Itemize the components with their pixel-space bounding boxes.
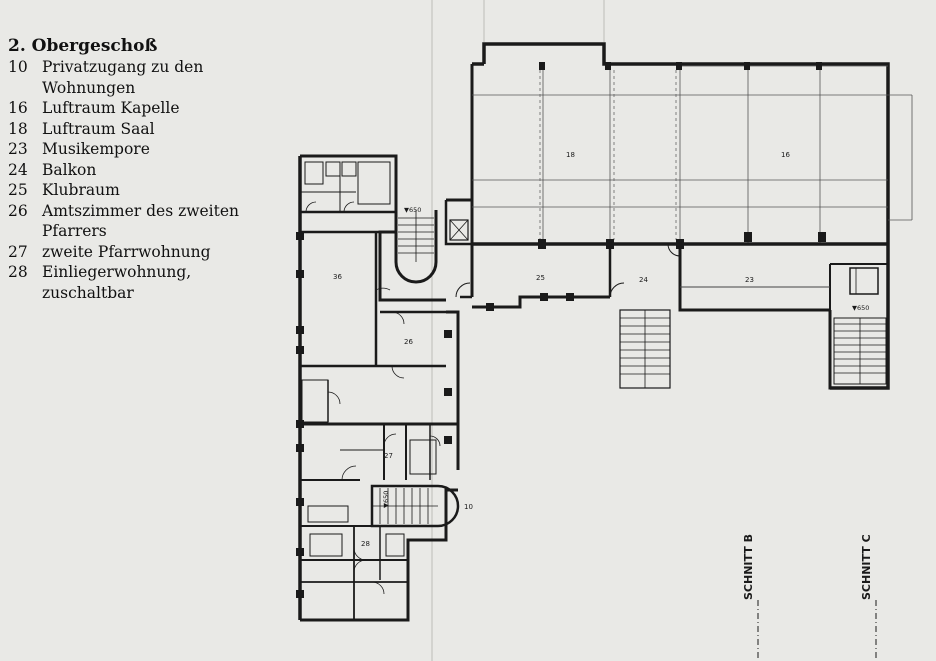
legend-text: zweite Pfarrwohnung: [42, 242, 211, 261]
section-lines: [757, 600, 877, 661]
legend-text: Balkon: [42, 160, 97, 179]
room-label-25: 25: [536, 274, 545, 282]
legend-text: Luftraum Saal: [42, 119, 155, 138]
legend-number: 28: [8, 263, 28, 281]
room-label-24: 24: [639, 276, 648, 284]
legend-number: 18: [8, 119, 28, 138]
legend-item: 16 Luftraum Kapelle: [8, 98, 268, 119]
section-labels: SCHNITT B SCHNITT C: [742, 534, 873, 600]
legend-title: 2. Obergeschoß: [8, 36, 158, 56]
room-label-28: 28: [361, 540, 370, 548]
legend-number: 24: [8, 160, 28, 179]
legend-text: Klubraum: [42, 181, 120, 199]
connector-block: [444, 198, 472, 470]
main-hall-block: [455, 42, 913, 390]
room-label-23: 23: [745, 276, 754, 284]
legend-number: 10: [8, 58, 28, 76]
room-labels: 18 16 25 24 23 36 26 27 28 10: [333, 151, 790, 548]
legend-number: 25: [8, 181, 28, 199]
legend-text: Privatzugang zu den Wohnungen: [42, 58, 204, 97]
legend-item: 24 Balkon: [8, 160, 268, 181]
room-label-16: 16: [781, 151, 790, 159]
legend-text: Amtszimmer des zweiten Pfarrers: [42, 201, 240, 241]
level-marks: ▼650 ▼650 ▼650: [382, 206, 869, 508]
room-label-10: 10: [464, 503, 473, 511]
legend-item: 28 Einliegerwohnung, zuschaltbar: [8, 262, 268, 303]
legend-item: 25 Klubraum: [8, 180, 268, 201]
section-label-b: SCHNITT B: [742, 534, 755, 600]
west-wing: [296, 154, 460, 622]
section-label-c: SCHNITT C: [860, 534, 873, 600]
legend-number: 23: [8, 140, 28, 158]
legend-item: 27 zweite Pfarrwohnung: [8, 242, 268, 263]
legend-number: 16: [8, 99, 28, 117]
legend-item: 10 Privatzugang zu den Wohnungen: [8, 57, 268, 98]
legend: 2. Obergeschoß 10 Privatzugang zu den Woh…: [8, 36, 268, 303]
legend-text: Luftraum Kapelle: [42, 99, 180, 117]
legend-number: 27: [8, 242, 28, 261]
level-mark: ▼650: [852, 304, 869, 312]
room-label-27: 27: [384, 452, 393, 460]
page-guides: [431, 0, 605, 661]
legend-item: 26 Amtszimmer des zweiten Pfarrers: [8, 201, 268, 242]
room-label-18: 18: [566, 151, 575, 159]
room-label-26: 26: [404, 338, 413, 346]
room-label-36: 36: [333, 273, 342, 281]
legend-number: 26: [8, 201, 28, 220]
level-mark: ▼650: [382, 491, 390, 508]
level-mark: ▼650: [404, 206, 421, 214]
legend-item: 18 Luftraum Saal: [8, 119, 268, 140]
legend-text: Musikempore: [42, 140, 150, 158]
legend-text: Einliegerwohnung, zuschaltbar: [42, 263, 192, 302]
legend-item: 23 Musikempore: [8, 139, 268, 160]
